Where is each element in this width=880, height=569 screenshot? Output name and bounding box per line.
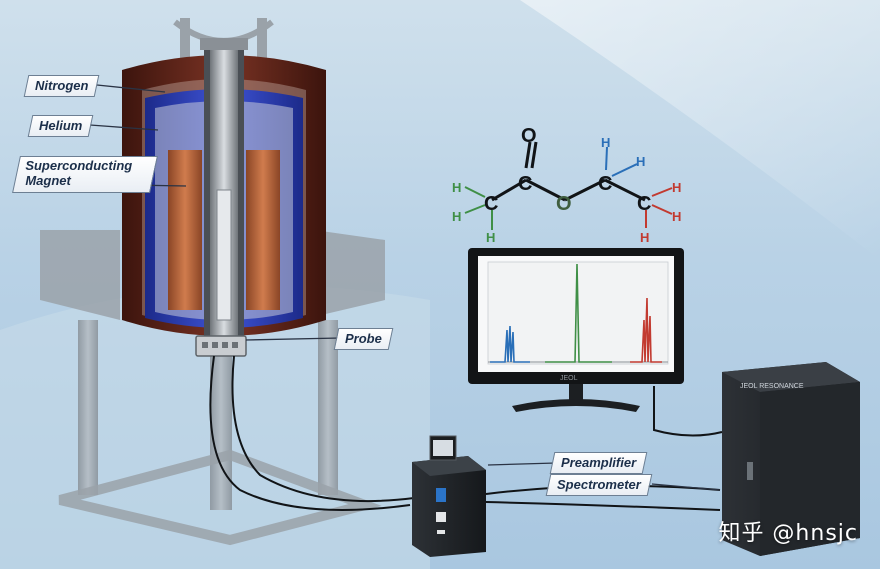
molecule-ethyl-acetate: C C O O C C H H H H H H H H	[452, 125, 681, 245]
cabinet-brand-text: JEOL RESONANCE	[740, 383, 804, 390]
probe-unit	[195, 335, 247, 357]
label-nitrogen: Nitrogen	[23, 75, 100, 97]
label-nitrogen-text: Nitrogen	[35, 78, 89, 93]
atom-hydrogen-red-1: H	[672, 180, 681, 195]
atom-hydrogen-green-2: H	[452, 209, 461, 224]
atom-oxygen-ester: O	[556, 193, 572, 215]
background-highlight	[520, 0, 880, 260]
spectrum-peak-red	[630, 297, 662, 363]
label-probe: Probe	[333, 328, 394, 350]
label-preamplifier-text: Preamplifier	[561, 455, 637, 470]
atom-carbon-1: C	[484, 193, 498, 215]
atom-hydrogen-green-1: H	[452, 180, 461, 195]
label-magnet-line2: Magnet	[25, 173, 71, 188]
label-helium: Helium	[27, 115, 94, 137]
label-spectrometer: Spectrometer	[545, 474, 653, 496]
spectrum-peak-blue	[490, 325, 530, 363]
atom-hydrogen-red-3: H	[640, 230, 649, 245]
watermark-text: 知乎 @hnsjc	[718, 521, 858, 546]
monitor: JEOL	[468, 248, 684, 412]
label-probe-text: Probe	[345, 331, 382, 346]
magnet-dewar	[122, 38, 326, 338]
atom-hydrogen-green-3: H	[486, 230, 495, 245]
atom-carbon-4: C	[637, 193, 651, 215]
label-preamplifier: Preamplifier	[549, 452, 648, 474]
atom-hydrogen-blue-2: H	[636, 154, 645, 169]
monitor-brand-text: JEOL	[560, 375, 578, 382]
atom-hydrogen-red-2: H	[672, 209, 681, 224]
atom-carbon-3: C	[598, 173, 612, 195]
magnet-coil-right	[246, 150, 280, 310]
monitor-stand	[512, 399, 640, 412]
atom-hydrogen-blue-1: H	[601, 135, 610, 150]
label-helium-text: Helium	[39, 118, 83, 133]
atom-oxygen-carbonyl: O	[521, 125, 537, 147]
magnet-coil-left	[168, 150, 202, 310]
spectrum-peak-green	[545, 263, 612, 363]
label-spectrometer-text: Spectrometer	[557, 477, 641, 492]
preamplifier-unit	[412, 435, 486, 557]
atom-carbon-2: C	[518, 173, 532, 195]
molecule-bonds	[491, 141, 646, 202]
spectrometer-cabinet: JEOL RESONANCE	[722, 362, 860, 556]
label-magnet-line1: Superconducting	[25, 158, 133, 173]
probe-shaft	[216, 189, 232, 321]
